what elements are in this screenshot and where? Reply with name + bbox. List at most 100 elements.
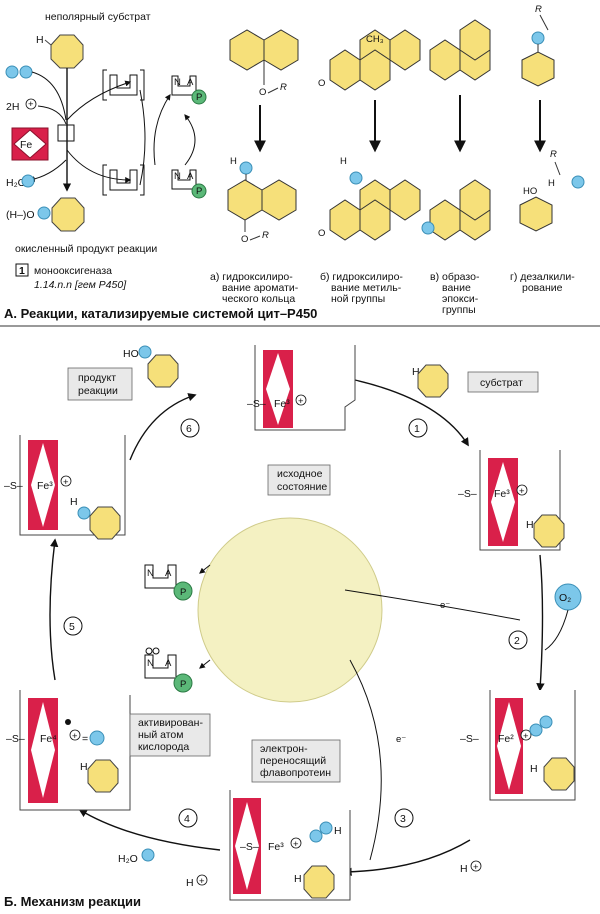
- enzyme-marker-box: [57, 124, 75, 142]
- svg-text:P: P: [196, 186, 202, 197]
- svg-text:HO: HO: [523, 186, 537, 197]
- svg-text:2: 2: [514, 635, 520, 647]
- section-a-title: А. Реакции, катализируемые системой цит–…: [4, 306, 317, 321]
- svg-text:переносящий: переносящий: [260, 755, 326, 767]
- svg-text:Fe³: Fe³: [268, 841, 284, 853]
- svg-text:H: H: [340, 156, 347, 167]
- section-b: e⁻ e⁻ N A P N A P 1 2 3: [4, 345, 582, 909]
- arrow-step-2: [536, 554, 545, 692]
- svg-text:O: O: [318, 228, 325, 239]
- svg-text:+: +: [28, 99, 34, 110]
- caption-b: б) гидроксилиро- вание метиль- ной групп…: [320, 271, 406, 305]
- svg-text:Fe³: Fe³: [494, 488, 510, 500]
- svg-text:1: 1: [19, 265, 25, 277]
- flavin-box-upper: [102, 69, 145, 101]
- svg-text:+: +: [523, 731, 529, 742]
- svg-text:N: N: [174, 171, 181, 182]
- svg-text:CH₃: CH₃: [366, 34, 384, 45]
- svg-text:5: 5: [69, 621, 75, 633]
- svg-text:+: +: [293, 839, 299, 850]
- svg-text:Fe⁴: Fe⁴: [40, 733, 57, 745]
- flavoprotein-circle: [197, 517, 383, 703]
- product-callout: продукт реакции: [67, 367, 133, 401]
- reaction-c-structures: [421, 19, 491, 241]
- svg-text:O: O: [318, 78, 325, 89]
- electron-label-1: e⁻: [440, 600, 450, 611]
- step-markers: 1 2 3 4 5 6: [63, 418, 528, 828]
- heme-peroxo: –S– Fe³ + H H: [229, 790, 351, 901]
- section-a: неполярный субстрат H 2H + Fe H₂O (H–)O …: [0, 4, 600, 327]
- activated-oxygen-callout: активирован- ный атом кислорода: [129, 713, 211, 757]
- svg-text:A: A: [165, 658, 172, 669]
- svg-text:A: A: [165, 568, 172, 579]
- substrate-octagon: [50, 34, 84, 69]
- svg-text:H: H: [294, 873, 302, 885]
- hydroxyl-label: (H–)O: [6, 209, 35, 221]
- svg-text:–S–: –S–: [460, 733, 479, 745]
- flavin-box-lower: [102, 164, 145, 196]
- svg-text:4: 4: [184, 813, 190, 825]
- svg-text:продукт: продукт: [78, 372, 116, 384]
- svg-text:H: H: [70, 496, 78, 508]
- svg-text:H: H: [230, 156, 237, 167]
- proton-step-3: H: [460, 863, 468, 875]
- svg-text:P: P: [196, 92, 202, 103]
- svg-text:N: N: [147, 568, 154, 579]
- svg-text:+: +: [473, 862, 479, 873]
- proton-step-4: H: [186, 877, 194, 889]
- svg-text:H: H: [548, 178, 555, 189]
- caption-a: а) гидроксилиро- вание аромати- ческого …: [210, 271, 301, 305]
- svg-text:P: P: [180, 587, 186, 598]
- arrow-step-3: [343, 839, 471, 877]
- svg-text:A: A: [187, 77, 194, 88]
- oxygen-atom-2: [19, 65, 33, 79]
- svg-text:H: H: [80, 761, 88, 773]
- svg-text:O₂: O₂: [559, 592, 571, 604]
- svg-text:–S–: –S–: [6, 733, 25, 745]
- hydrogen-atom: H: [36, 34, 44, 46]
- svg-text:+: +: [199, 876, 205, 887]
- enzyme-number-box: [15, 263, 29, 277]
- water-step-4: H₂O: [118, 853, 138, 865]
- reaction-captions: а) гидроксилиро- вание аромати- ческого …: [210, 271, 578, 316]
- svg-text:–S–: –S–: [247, 398, 266, 410]
- heme-activated: –S– Fe⁴ + = H: [6, 690, 131, 811]
- heme-hydroxylated: –S– Fe³ + H: [4, 435, 126, 540]
- svg-text:–S–: –S–: [240, 841, 259, 853]
- water-product: H₂O: [6, 177, 26, 189]
- section-b-title: Б. Механизм реакции: [4, 894, 141, 909]
- svg-text:реакции: реакции: [78, 385, 118, 397]
- caption-c: в) образо- вание эпокси- группы: [430, 271, 482, 316]
- svg-text:N: N: [174, 77, 181, 88]
- svg-text:электрон-: электрон-: [260, 743, 308, 755]
- caption-d: г) дезалкили- рование: [510, 271, 578, 294]
- svg-text:Fe: Fe: [20, 139, 32, 151]
- initial-state-callout: исходное состояние: [267, 464, 331, 496]
- oxygen-atom-1: [5, 65, 19, 79]
- svg-text:Fe³: Fe³: [37, 480, 53, 492]
- svg-text:исходное: исходное: [277, 468, 323, 480]
- svg-text:6: 6: [186, 423, 192, 435]
- svg-text:+: +: [519, 486, 525, 497]
- reaction-a-structures: O R H O R: [227, 29, 299, 245]
- svg-text:H: H: [530, 763, 538, 775]
- svg-text:=: =: [82, 733, 88, 745]
- product-octagon-b: [147, 354, 179, 388]
- substrate-h: H: [412, 366, 420, 378]
- reaction-b-structures: O CH₃ H O: [318, 29, 421, 241]
- svg-text:A: A: [187, 171, 194, 182]
- svg-text:1: 1: [414, 423, 420, 435]
- substrate-callout: субстрат: [467, 371, 539, 393]
- oxygen-molecule: O₂: [544, 583, 582, 651]
- svg-text:O: O: [241, 234, 248, 245]
- heme-initial: –S– Fe³ +: [247, 345, 356, 431]
- svg-text:+: +: [63, 477, 69, 488]
- arrow-step-1: [354, 379, 469, 447]
- heme-substrate-bound: –S– Fe³ + H: [458, 450, 565, 551]
- svg-text:ный атом: ный атом: [138, 729, 184, 741]
- svg-text:H: H: [526, 519, 534, 531]
- svg-text:R: R: [262, 230, 269, 241]
- nadp-upper: N A P: [171, 75, 207, 105]
- svg-text:активирован-: активирован-: [138, 717, 203, 729]
- svg-text:флавопротеин: флавопротеин: [260, 767, 331, 779]
